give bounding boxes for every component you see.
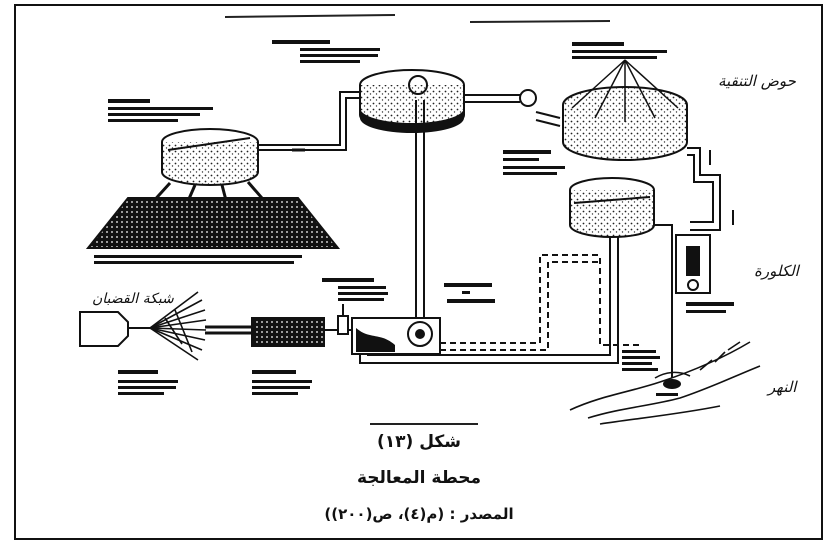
bar-screen-label-block xyxy=(118,370,178,395)
drying-bed-label-block xyxy=(94,255,302,264)
chlorinator xyxy=(676,235,710,293)
trickling-filter xyxy=(563,60,687,160)
final-effluent-label-block xyxy=(622,350,660,371)
grit-remover xyxy=(252,318,324,346)
secondary-outlet-pipe xyxy=(360,225,672,378)
comminutor xyxy=(324,304,348,334)
primary-riser-pipe xyxy=(416,100,424,320)
trickling-filter-label-block xyxy=(572,42,667,59)
river-label-block xyxy=(656,393,678,396)
sludge-drying-beds xyxy=(88,198,338,248)
figure-number: شكل (١٣) xyxy=(0,432,838,452)
annotation-screen: شبكة القضبان xyxy=(92,291,174,307)
filter-outlet-pipe xyxy=(687,148,733,230)
outfall xyxy=(663,379,681,389)
annotation-trickling-tank: حوض التنقية xyxy=(718,72,796,90)
top-strokes xyxy=(225,15,610,22)
primary-clarifier-label-block xyxy=(272,40,380,63)
primary-clarifier xyxy=(360,70,464,133)
chlorinator-label-block xyxy=(686,302,734,313)
pumphouse xyxy=(348,318,440,354)
figure-title: محطة المعالجة xyxy=(0,468,838,488)
figure-source: المصدر : (م(٤)، ص(٢٠٠)) xyxy=(0,505,838,523)
comminutor-label-block xyxy=(322,278,388,301)
grit-remover-label-block xyxy=(252,370,312,395)
pumphouse-label-block xyxy=(444,283,495,303)
digester-label-block xyxy=(108,99,213,122)
inlet-sewer xyxy=(80,312,150,346)
annotation-chlorine: الكلورة xyxy=(754,262,799,280)
sludge-return-pipe xyxy=(258,92,360,150)
annotation-river: النهر xyxy=(768,378,796,396)
filter-feed-pipe xyxy=(464,90,560,126)
digester-tank xyxy=(150,129,268,208)
secondary-clarifier xyxy=(570,178,654,237)
secondary-clarifier-label-block xyxy=(503,150,565,175)
main-influent-line xyxy=(205,327,252,333)
